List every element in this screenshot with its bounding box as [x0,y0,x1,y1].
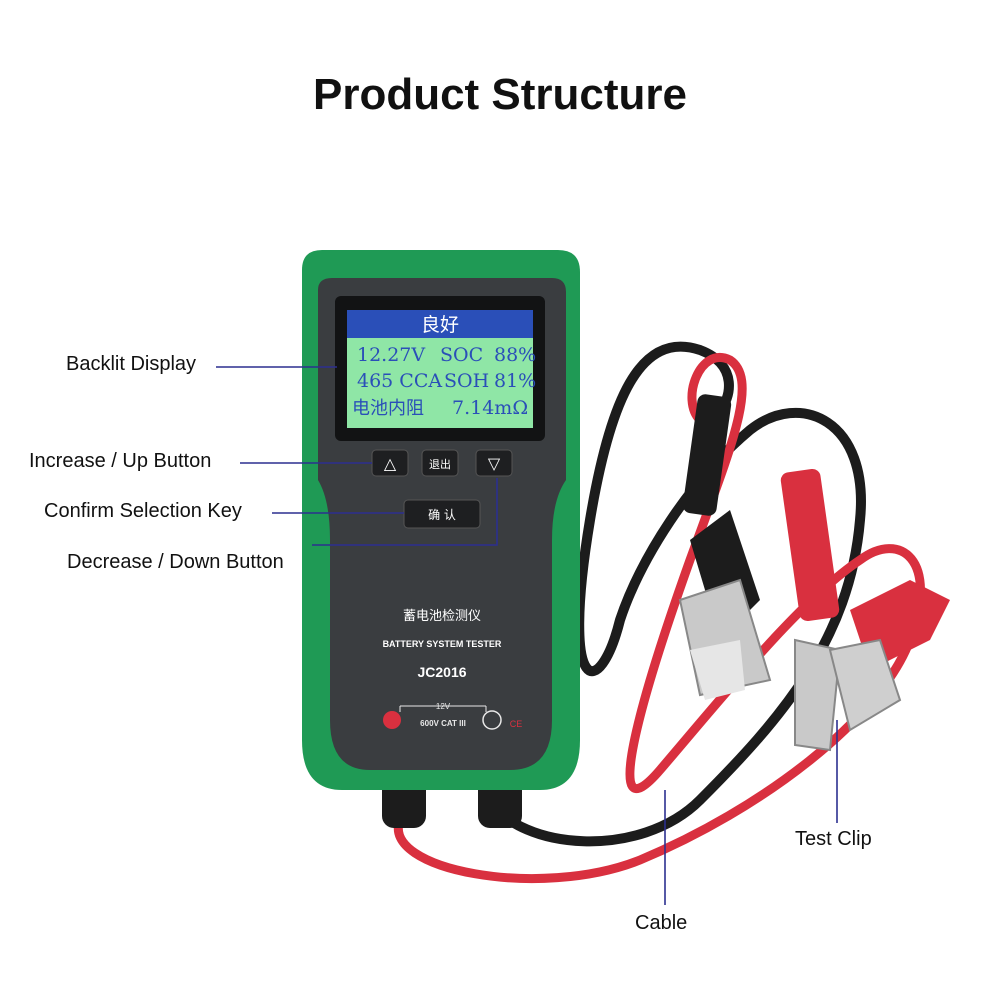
lcd-screen: 良好 12.27V SOC 88% 465 CCA SOH 81% 电池内阻 7… [347,310,536,428]
callout-cable: Cable [635,912,688,934]
device-model: JC2016 [417,664,466,680]
leader-lines [216,366,838,905]
ce-mark: CE [510,719,523,729]
callout-up-button: Increase / Up Button [29,450,212,472]
down-button[interactable]: ▽ [475,449,513,477]
lcd-soc-value: 88% [494,344,536,366]
page-title: Product Structure [312,70,688,119]
leader-down-button [312,478,498,546]
lcd-voltage: 12.27V [357,344,425,366]
red-test-clip [780,468,950,752]
confirm-button[interactable]: 确 认 [403,499,481,529]
confirm-button-label: 确 认 [428,508,456,522]
red-cable [393,353,925,884]
terminal-panel: 12V 600V CAT III CE [383,702,523,730]
exit-button-label: 退出 [429,457,451,471]
lcd-resistance-label: 电池内阻 [352,398,424,419]
lcd-resistance-value: 7.14mΩ [452,397,528,419]
lcd-header [347,310,533,338]
cable-grommet-left [382,778,426,828]
callout-test-clip: Test Clip [795,828,872,850]
up-button[interactable]: △ [371,449,409,477]
cable-grommet-right [478,778,522,828]
lcd-cca: 465 CCA [357,370,442,392]
black-terminal-icon [482,710,502,730]
lcd-soc-label: SOC [440,344,483,366]
device-english-name: BATTERY SYSTEM TESTER [383,639,502,649]
voltage-rating: 12V [436,702,451,711]
black-test-clip [678,394,772,700]
cat-rating: 600V CAT III [420,719,466,728]
lcd-status: 良好 [421,314,459,336]
device-chinese-name: 蓄电池检测仪 [403,609,481,624]
lcd-soh-label: SOH [444,370,489,392]
red-terminal-icon [383,711,401,729]
lcd-soh-value: 81% [494,370,536,392]
callout-confirm-key: Confirm Selection Key [44,500,242,522]
callout-backlit-display: Backlit Display [66,353,197,375]
down-arrow-icon: ▽ [488,454,501,473]
up-arrow-icon: △ [384,454,397,473]
callout-down-button: Decrease / Down Button [67,551,284,573]
exit-button[interactable]: 退出 [421,449,459,477]
